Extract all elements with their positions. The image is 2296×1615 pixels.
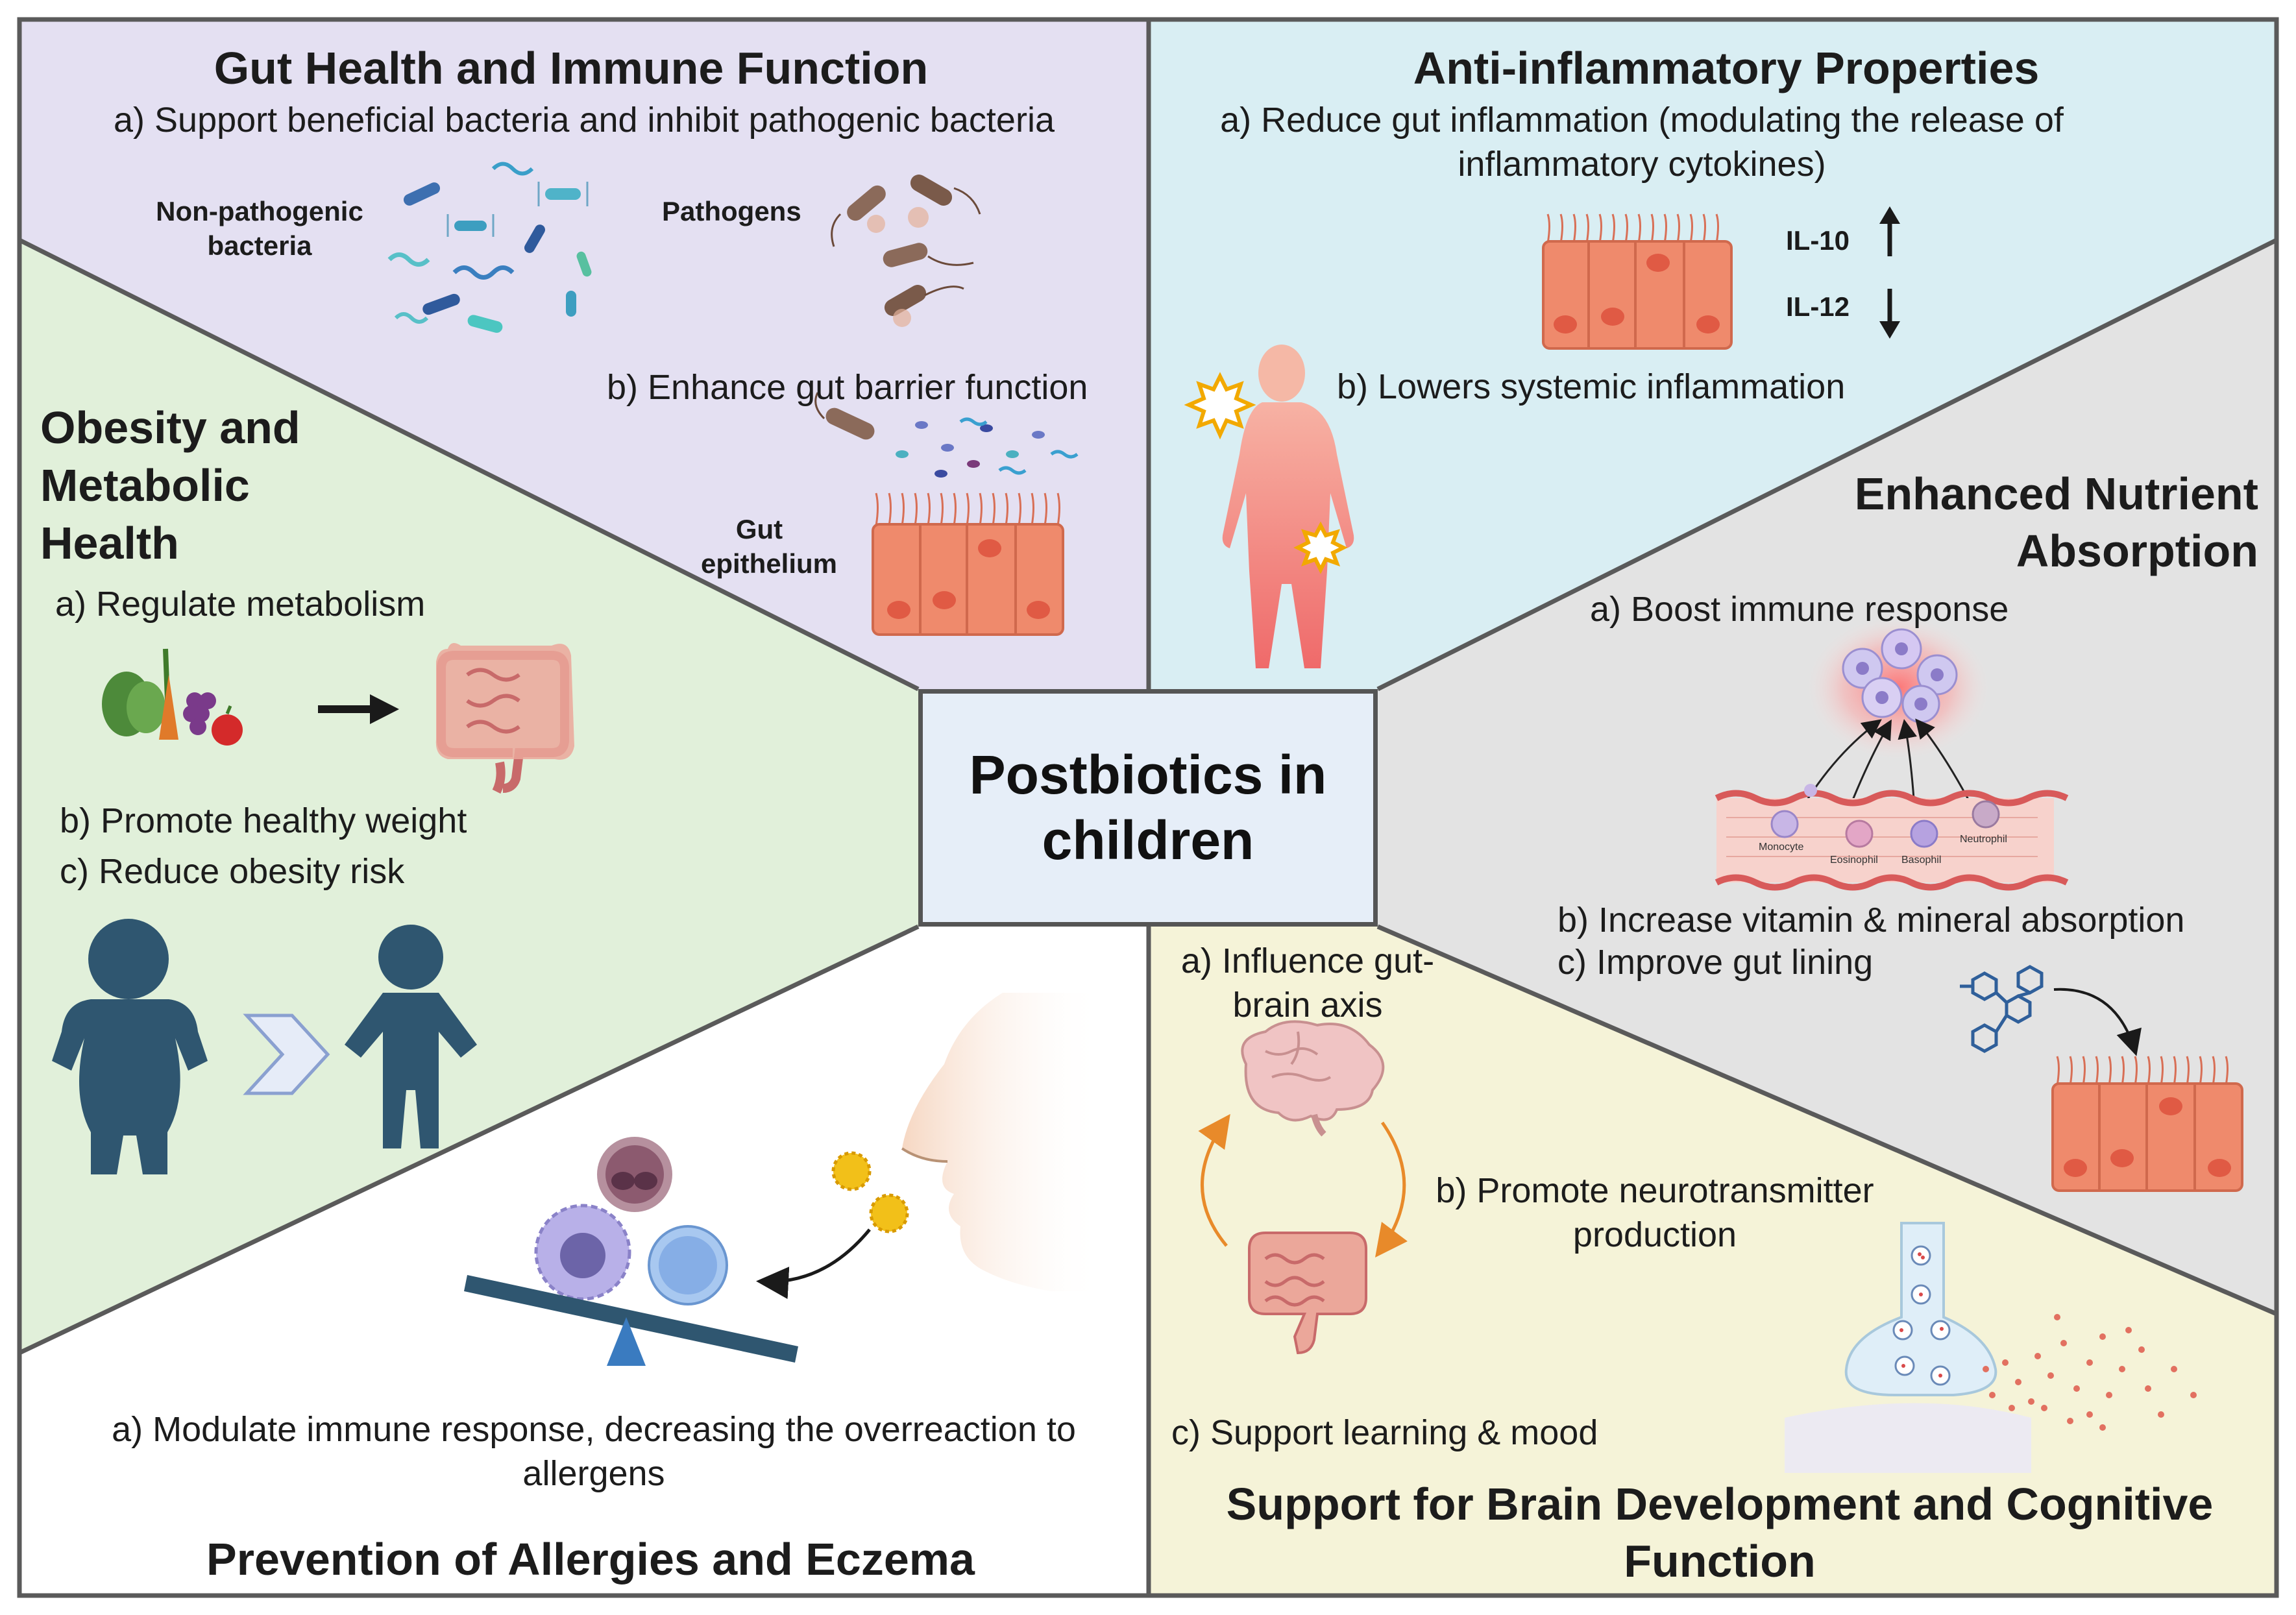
anti-inflammatory-title: Anti-inflammatory Properties [1413, 43, 2040, 93]
gut-icon [1248, 1232, 1367, 1355]
brain-item-b: b) Promote neurotransmitter production [1435, 1171, 1874, 1254]
il10-label: IL-10 [1786, 225, 1850, 256]
brain-icon [1241, 1020, 1385, 1137]
gut-brain-cycle-arrows-icon [1198, 1113, 1408, 1258]
brain-item-a: a) Influence gut-brain axis [1180, 941, 1435, 1025]
nutrient-item-c: c) Improve gut lining [1557, 943, 1874, 982]
center-title-box: Postbiotics in children [918, 689, 1378, 927]
gut-immune-item-b: b) Enhance gut barrier function [607, 368, 1088, 407]
gut-immune-title: Gut Health and Immune Function [214, 43, 929, 93]
nutrient-title: Enhanced Nutrient Absorption [1854, 468, 2258, 576]
gut-immune-item-a: a) Support beneficial bacteria and inhib… [114, 101, 1055, 140]
brain-title: Support for Brain Development and Cognit… [1226, 1479, 2214, 1586]
panel-nutrient-bg [1378, 240, 2277, 1314]
non-pathogenic-label: Non-pathogenic bacteria [156, 196, 363, 261]
obesity-item-c: c) Reduce obesity risk [60, 852, 405, 891]
allergies-title: Prevention of Allergies and Eczema [206, 1534, 975, 1585]
neutrophil-label: Neutrophil [1960, 834, 2007, 845]
face-profile-icon [901, 993, 1103, 1291]
obese-child-silhouette-icon [52, 919, 208, 1174]
blood-vessel-icon [1715, 784, 2069, 891]
center-title: Postbiotics in children [969, 744, 1327, 871]
intestine-icon [435, 643, 574, 794]
il10-up-arrow-icon [1879, 206, 1900, 256]
nutrient-molecule-icon [1960, 965, 2142, 1056]
basophil-label: Basophil [1901, 855, 1941, 866]
gut-epithelium-label: Gut epithelium [701, 514, 838, 579]
obesity-item-b: b) Promote healthy weight [60, 801, 467, 840]
anti-inflammatory-item-b: b) Lowers systemic inflammation [1337, 367, 1846, 406]
il12-label: IL-12 [1786, 291, 1850, 322]
obesity-title: Obesity and Metabolic Health [40, 402, 300, 568]
immune-cells-balance-icon [464, 1137, 798, 1366]
pathogens-icon [831, 175, 981, 327]
allergies-item-a: a) Modulate immune response, decreasing … [112, 1410, 1076, 1493]
pathogens-label: Pathogens [662, 196, 801, 226]
gut-epithelium-icon [872, 492, 1064, 636]
gut-barrier-illustration [814, 392, 1079, 478]
healthy-child-silhouette-icon [345, 925, 477, 1148]
gut-lining-icon [2051, 1056, 2243, 1192]
allergen-pollen-icon [756, 1151, 909, 1300]
panel-dividers [17, 17, 2279, 1598]
monocyte-label: Monocyte [1759, 842, 1803, 853]
panel-obesity-bg [19, 240, 918, 1353]
il12-down-arrow-icon [1879, 289, 1900, 339]
nutrient-item-a: a) Boost immune response [1590, 590, 2009, 629]
panel-gut-immune-bg [19, 19, 1149, 689]
inflamed-epithelium-icon [1542, 213, 1733, 350]
metabolism-arrow-icon [318, 694, 399, 724]
eosinophil-label: Eosinophil [1830, 855, 1878, 866]
immune-response-illustration [1803, 616, 1989, 808]
synapse-icon [1785, 1222, 2197, 1473]
chevron-right-icon [243, 1014, 330, 1095]
panel-anti-inflammatory-bg [1149, 19, 2277, 689]
human-body-icon [1184, 345, 1354, 668]
brain-item-c: c) Support learning & mood [1171, 1413, 1598, 1452]
obesity-item-a: a) Regulate metabolism [55, 585, 426, 624]
anti-inflammatory-item-a: a) Reduce gut inflammation (modulating t… [1220, 101, 2064, 184]
nutrient-item-b: b) Increase vitamin & mineral absorption [1557, 901, 2185, 940]
non-pathogenic-bacteria-icon [387, 162, 592, 333]
vegetables-icon [102, 648, 243, 746]
